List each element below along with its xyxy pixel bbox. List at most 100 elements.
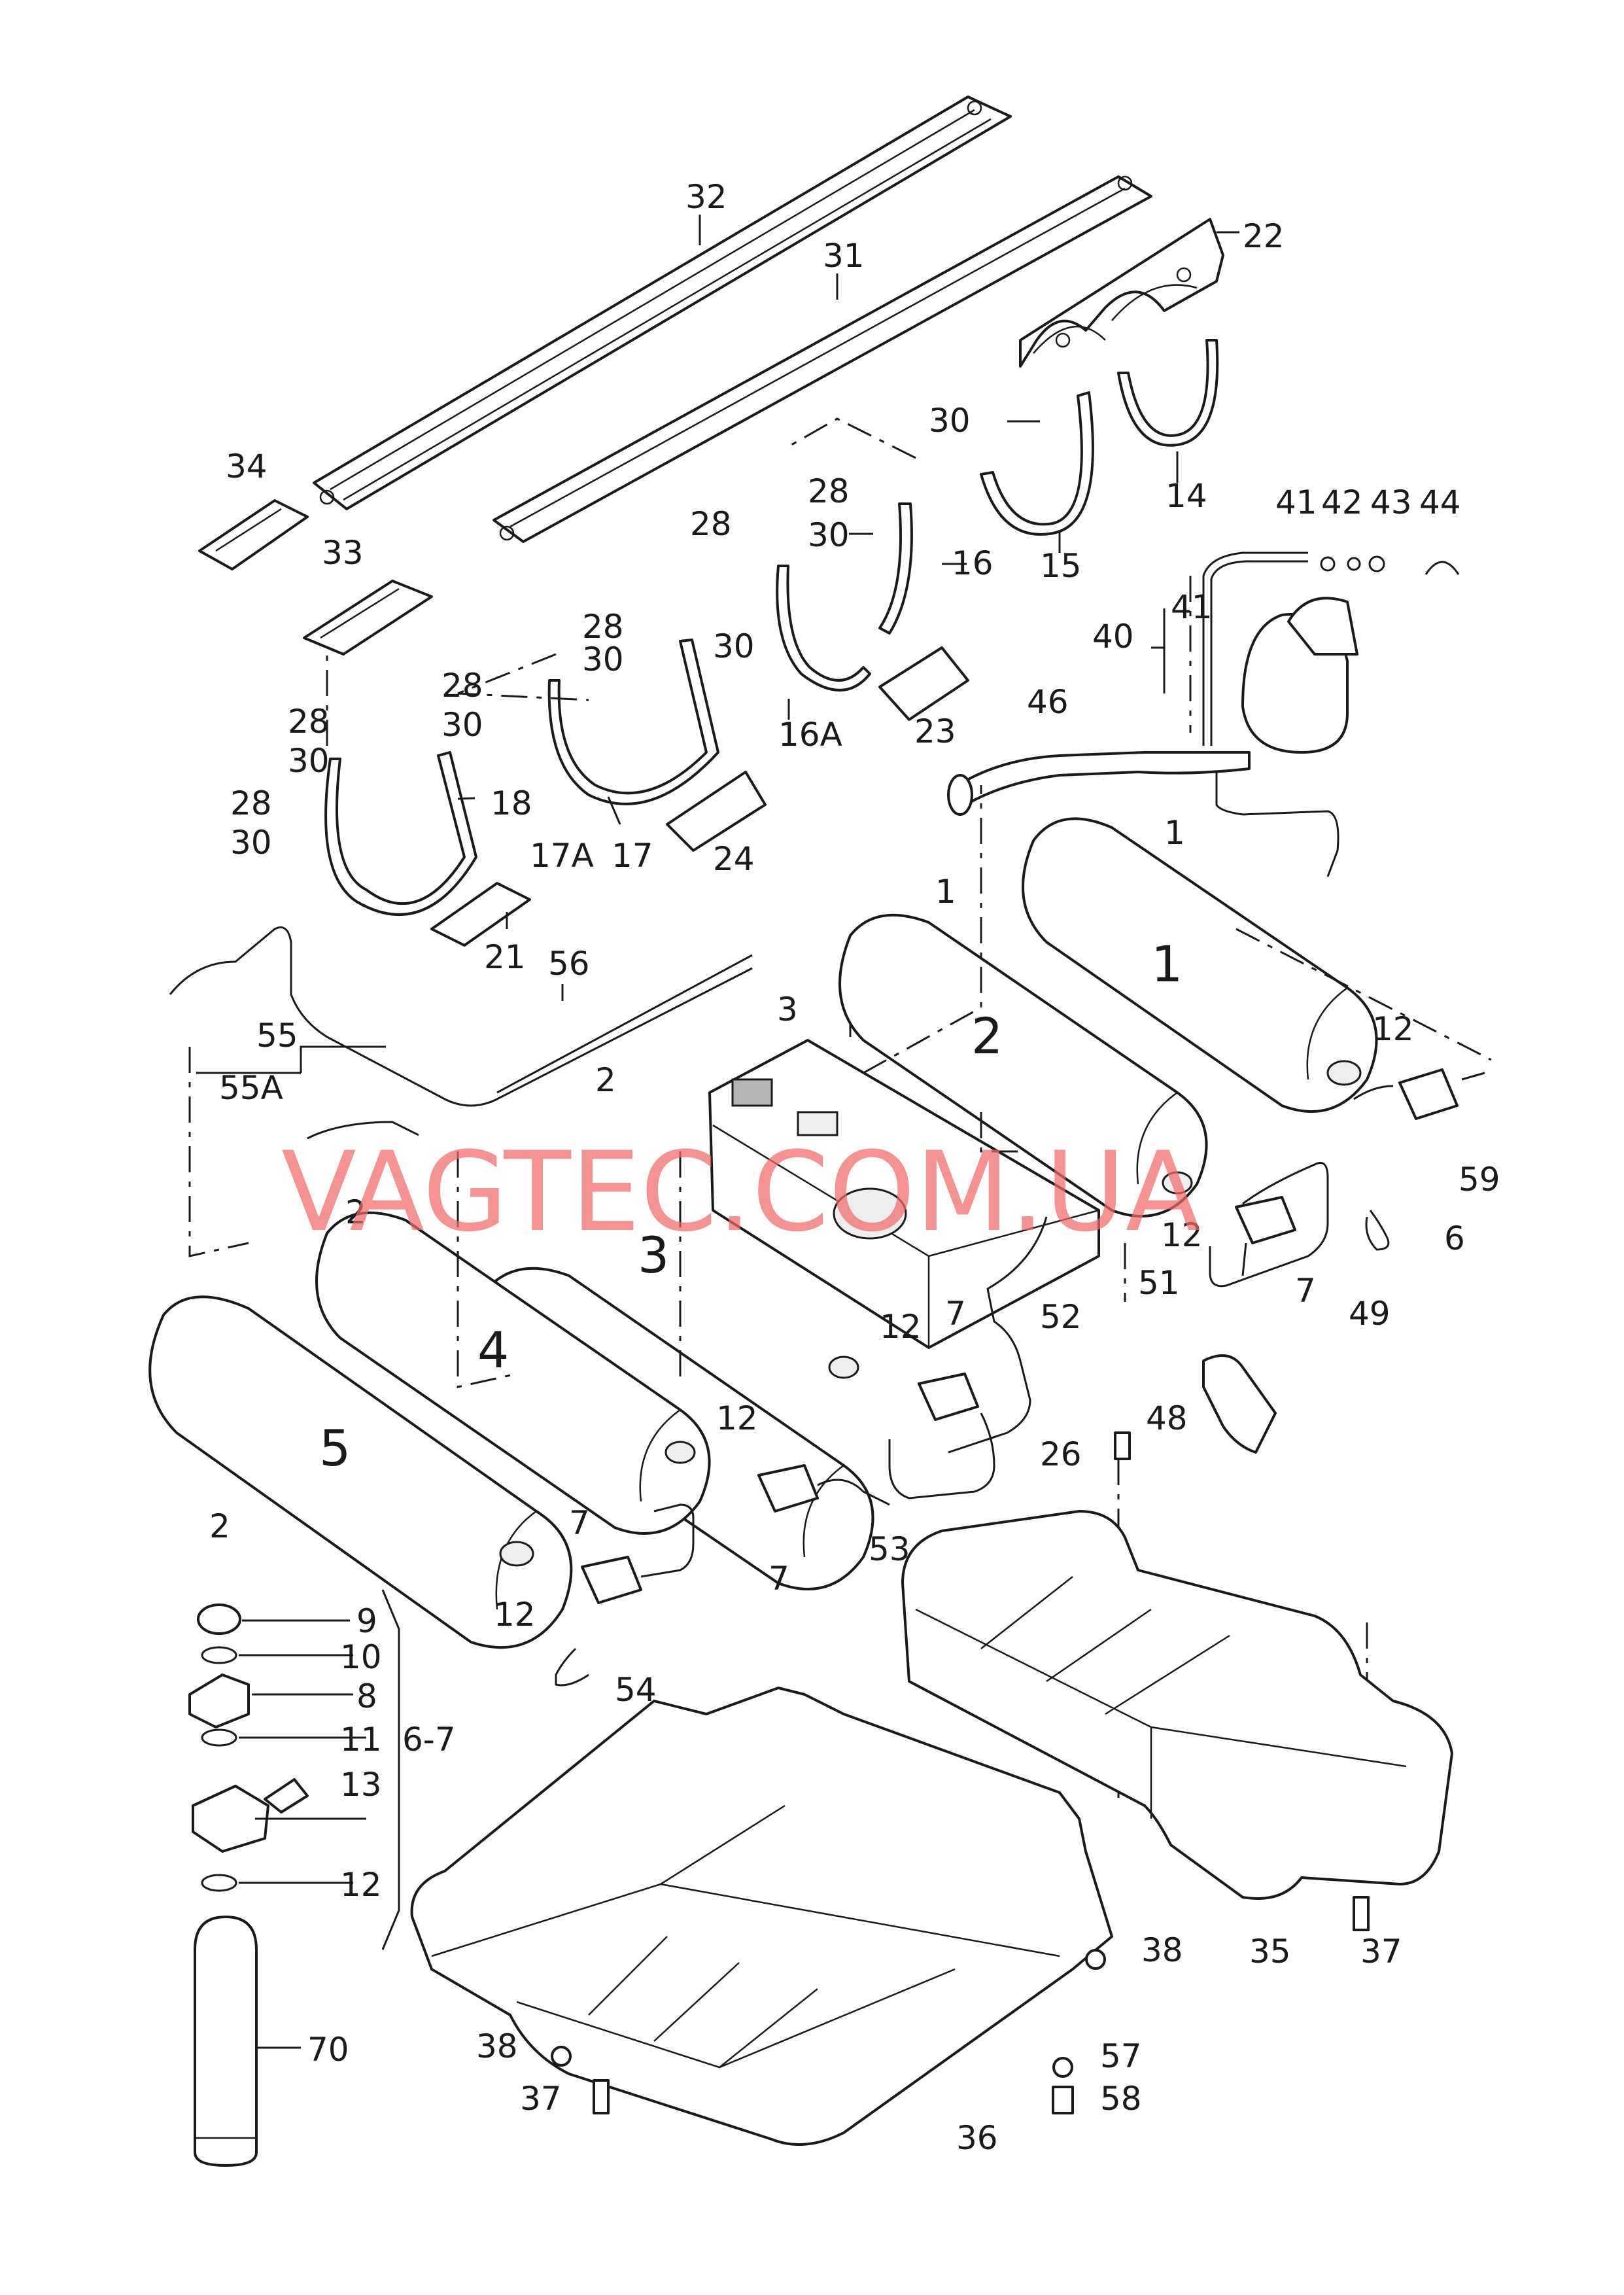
- strap-16A: [776, 565, 871, 692]
- gas-lines: [169, 926, 1485, 1687]
- label-34: 34: [226, 447, 268, 485]
- label-53: 53: [869, 1530, 910, 1568]
- label-28-d: 28: [441, 667, 483, 705]
- watermark-text: VAGTEC.COM.UA: [281, 1128, 1201, 1256]
- rail-32: [313, 96, 1012, 510]
- label-32: 32: [685, 178, 727, 216]
- bracket-24: [666, 771, 767, 852]
- strap-18: [324, 751, 477, 916]
- label-26: 26: [1040, 1435, 1082, 1473]
- label-28-a: 28: [808, 472, 850, 510]
- label-37-b: 37: [520, 2080, 562, 2118]
- label-3: 3: [777, 990, 798, 1028]
- label-30-a: 30: [808, 516, 850, 554]
- tank-number-4: 4: [477, 1321, 509, 1379]
- label-59: 59: [1459, 1161, 1500, 1199]
- label-37-a: 37: [1360, 1933, 1402, 1971]
- label-6-7: 6-7: [402, 1721, 456, 1759]
- label-55A: 55A: [219, 1069, 283, 1107]
- strap-16: [878, 502, 913, 635]
- label-30-e: 30: [288, 742, 330, 780]
- tank-3-box: [708, 1039, 1100, 1349]
- tank-2-upper: [838, 913, 1208, 1218]
- label-52: 52: [1040, 1298, 1082, 1336]
- label-10: 10: [340, 1638, 382, 1676]
- tank-number-3: 3: [638, 1226, 669, 1284]
- label-12-a: 12: [1372, 1010, 1414, 1048]
- label-28-e: 28: [288, 703, 330, 741]
- skid-pan-36: [410, 1687, 1113, 2146]
- label-8: 8: [356, 1677, 377, 1715]
- part-labels: 32 31 22 34 30 14 15 28 30 41 42 43 44 1…: [209, 178, 1500, 2157]
- label-48: 48: [1146, 1399, 1188, 1437]
- label-35: 35: [1249, 1933, 1291, 1971]
- label-15: 15: [1040, 547, 1082, 585]
- rail-31: [492, 175, 1152, 543]
- label-7-d: 7: [769, 1560, 789, 1598]
- label-42: 42: [1321, 483, 1363, 521]
- label-56: 56: [548, 945, 590, 983]
- label-49: 49: [1349, 1295, 1391, 1333]
- tank-5: [148, 1295, 573, 1649]
- label-12-d: 12: [716, 1399, 758, 1437]
- strap-14: [1117, 339, 1219, 447]
- label-17: 17: [612, 837, 653, 875]
- label-28-c: 28: [582, 608, 624, 646]
- label-54: 54: [615, 1671, 657, 1709]
- label-2-c: 2: [209, 1507, 230, 1545]
- label-28-f: 28: [230, 784, 272, 822]
- clamp-48: [1202, 1354, 1277, 1454]
- label-33: 33: [322, 534, 364, 572]
- label-46: 46: [1027, 683, 1069, 721]
- label-30-c: 30: [582, 640, 624, 678]
- label-18: 18: [491, 784, 532, 822]
- strap-15: [980, 391, 1094, 536]
- label-16: 16: [952, 544, 993, 582]
- bolts: [551, 1431, 1370, 2114]
- label-6: 6: [1444, 1219, 1465, 1257]
- label-24: 24: [713, 840, 755, 878]
- skid-pan-35: [901, 1510, 1453, 1900]
- label-12-b: 12: [1161, 1216, 1203, 1254]
- label-31: 31: [823, 237, 865, 275]
- label-13: 13: [340, 1766, 382, 1804]
- label-38-a: 38: [1141, 1931, 1183, 1969]
- label-40: 40: [1092, 618, 1134, 656]
- label-28-b: 28: [690, 505, 732, 543]
- label-1-b: 1: [935, 873, 956, 911]
- label-12-e: 12: [494, 1596, 536, 1634]
- valve-7-c: [757, 1464, 819, 1513]
- label-38-b: 38: [476, 2027, 518, 2065]
- strap-17: [547, 639, 719, 805]
- tank-1: [1022, 817, 1378, 1113]
- label-30-f: 30: [230, 824, 272, 862]
- label-23: 23: [914, 712, 956, 750]
- valve-7-a: [1235, 1196, 1296, 1276]
- tank-4: [315, 1211, 711, 1535]
- label-14: 14: [1166, 477, 1207, 515]
- bracket-34: [198, 499, 309, 570]
- filler-neck-40: [1202, 552, 1460, 754]
- valve-6: [1398, 1068, 1459, 1120]
- label-43: 43: [1370, 483, 1412, 521]
- label-30-top: 30: [929, 402, 971, 440]
- label-21: 21: [484, 938, 526, 976]
- label-9: 9: [356, 1602, 377, 1640]
- label-41-b: 41: [1171, 588, 1213, 626]
- label-30-d: 30: [441, 706, 483, 744]
- label-58: 58: [1100, 2080, 1142, 2118]
- bracket-21: [430, 882, 531, 947]
- label-11: 11: [340, 1721, 382, 1759]
- label-44: 44: [1419, 483, 1461, 521]
- label-51: 51: [1138, 1264, 1180, 1302]
- label-2-a: 2: [595, 1061, 616, 1099]
- label-12-c: 12: [880, 1308, 922, 1346]
- label-36: 36: [956, 2119, 998, 2157]
- label-12-f: 12: [340, 1866, 382, 1904]
- tank-number-5: 5: [319, 1419, 351, 1477]
- label-22: 22: [1243, 217, 1285, 255]
- label-16A: 16A: [778, 716, 842, 754]
- small-parts-column: [188, 1589, 400, 2167]
- label-57: 57: [1100, 2037, 1142, 2075]
